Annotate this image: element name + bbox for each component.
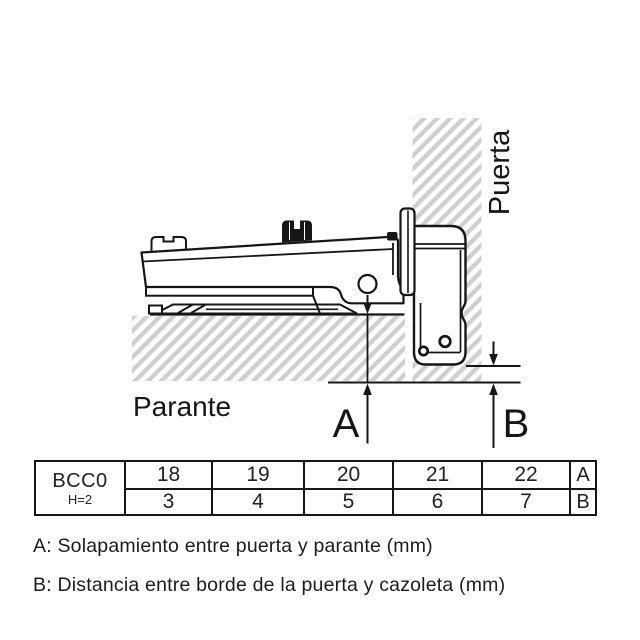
door-flange bbox=[399, 207, 416, 297]
table-row-a: BCC0 H=2 18 19 20 21 22 A bbox=[34, 460, 597, 516]
arm-rivet bbox=[387, 232, 398, 241]
table-cell: 3 bbox=[124, 488, 213, 516]
panel-hatch bbox=[132, 316, 405, 381]
spec-table: BCC0 H=2 18 19 20 21 22 A 3 4 5 6 7 B bbox=[34, 460, 597, 516]
table-row-b: 3 4 5 6 7 B bbox=[35, 488, 597, 516]
panel-label: Parante bbox=[133, 391, 231, 422]
model-height-code: H=2 bbox=[67, 491, 93, 507]
model-cell: BCC0 H=2 bbox=[34, 460, 126, 516]
table-cell: 22 bbox=[481, 460, 571, 490]
table-cell: 4 bbox=[211, 488, 305, 516]
row-a-header: A bbox=[569, 460, 597, 490]
table-cell: 5 bbox=[303, 488, 394, 516]
hinge-technical-drawing: A B Parante Puerta bbox=[132, 118, 530, 448]
clip-tab bbox=[150, 236, 187, 252]
model-name: BCC0 bbox=[52, 469, 108, 492]
door-label: Puerta bbox=[484, 129, 516, 215]
table-cell: 6 bbox=[392, 488, 483, 516]
dim-b-label: B bbox=[503, 402, 530, 446]
legend-line-a: A: Solapamiento entre puerta y parante (… bbox=[33, 535, 433, 557]
table-cell: 21 bbox=[392, 460, 483, 490]
hinge-arm bbox=[140, 235, 405, 305]
hinge-cup bbox=[412, 224, 467, 366]
legend-line-b: B: Distancia entre borde de la puerta y … bbox=[33, 574, 506, 596]
cup-screw-hole-small bbox=[417, 345, 430, 357]
hinge-arm-inner-line bbox=[142, 248, 394, 263]
pivot-hole bbox=[357, 273, 378, 295]
cup-screw-hole-large bbox=[438, 334, 452, 349]
dimension-b bbox=[328, 341, 521, 448]
dim-a-label: A bbox=[333, 402, 360, 446]
table-cell: 19 bbox=[211, 460, 305, 490]
dimension-a bbox=[363, 295, 372, 444]
table-cell: 7 bbox=[481, 488, 571, 516]
table-cell: 18 bbox=[124, 460, 213, 490]
hinge-mounting-plate bbox=[155, 303, 358, 315]
table-cell: 20 bbox=[303, 460, 394, 490]
row-b-header: B bbox=[569, 488, 597, 516]
adjustment-screw bbox=[282, 218, 312, 243]
